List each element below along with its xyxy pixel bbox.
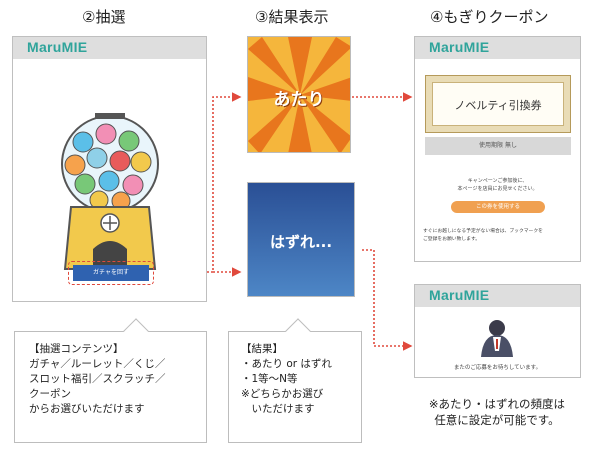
lose-phone-screen: MaruMIE またのご応募をお待ちしています。 [414, 284, 581, 378]
frequency-note: ※あたり・はずれの頻度は 任意に設定が可能です。 [404, 396, 590, 428]
win-result-text: あたり [273, 90, 325, 110]
callout-draw-line4: からお選びいただけます [29, 403, 145, 415]
step-result-title: ③結果表示 [255, 8, 329, 26]
draw-brand-bar: MaruMIE [13, 37, 206, 59]
brand-logo: MaruMIE [429, 287, 490, 303]
callout-draw-title: 【抽選コンテンツ】 [29, 343, 124, 355]
callout-draw-line1: ガチャ／ルーレット／くじ／ [29, 358, 166, 370]
sunburst-background [248, 37, 350, 152]
lose-message: またのご応募をお待ちしています。 [453, 365, 542, 371]
coupon-expiry-bar: 使用期限 無し [425, 137, 571, 155]
coupon-phone-screen: MaruMIE ノベルティ引換券 使用期限 無し キャンペーンご参加後に、 本ペ… [414, 36, 581, 262]
coupon-info-line1: キャンペーンご参加後に、 [467, 178, 528, 184]
coupon-bookmark-line2: ご登録をお願い致します。 [423, 237, 481, 242]
callout-result-line3: ※どちらかお選び [241, 388, 324, 400]
lose-brand-bar: MaruMIE [415, 285, 580, 307]
coupon-ticket-inner: ノベルティ引換券 [432, 82, 564, 126]
win-result-card: あたり [247, 36, 351, 153]
coupon-bookmark-line1: すぐにお越しになる予定がない場合は、ブックマークを [423, 229, 543, 234]
callout-result-line4: いただけます [241, 403, 315, 415]
frequency-note-line1: ※あたり・はずれの頻度は [428, 397, 566, 411]
arrow-lose-to-screen [362, 249, 413, 351]
coupon-use-button[interactable]: この券を使用する [451, 201, 545, 213]
gacha-button-highlight [68, 261, 154, 285]
coupon-info-line2: 本ページを店員にお見せください。 [457, 186, 538, 192]
step-draw-title: ②抽選 [82, 8, 126, 26]
lose-result-card: はずれ... [247, 182, 355, 297]
gacha-machine-illustration [61, 113, 159, 270]
result-callout: 【結果】 ・あたり or はずれ ・1等〜N等 ※どちらかお選び いただけます [228, 318, 362, 443]
gacha-spin-button[interactable]: ガチャを回す [73, 265, 149, 281]
brand-logo: MaruMIE [27, 39, 88, 55]
callout-result-line2: ・1等〜N等 [241, 373, 298, 385]
coupon-brand-bar: MaruMIE [415, 37, 580, 59]
draw-content-callout: 【抽選コンテンツ】 ガチャ／ルーレット／くじ／ スロット福引／スクラッチ／ クー… [14, 318, 207, 443]
coupon-ticket-text: ノベルティ引換券 [454, 99, 542, 112]
brand-logo: MaruMIE [429, 39, 490, 55]
coupon-ticket-frame: ノベルティ引換券 [425, 75, 571, 133]
draw-phone-screen: MaruMIE ガチャを回す [12, 36, 207, 302]
callout-draw-line3: クーポン [29, 388, 71, 400]
callout-result-line1: ・あたり or はずれ [241, 358, 332, 370]
step-coupon-title: ④もぎりクーポン [430, 8, 549, 26]
callout-result-title: 【結果】 [241, 343, 283, 355]
frequency-note-line2: 任意に設定が可能です。 [434, 413, 560, 427]
lose-result-text: はずれ... [269, 233, 333, 251]
bowing-person-illustration [481, 320, 513, 357]
callout-draw-line2: スロット福引／スクラッチ／ [29, 373, 166, 385]
